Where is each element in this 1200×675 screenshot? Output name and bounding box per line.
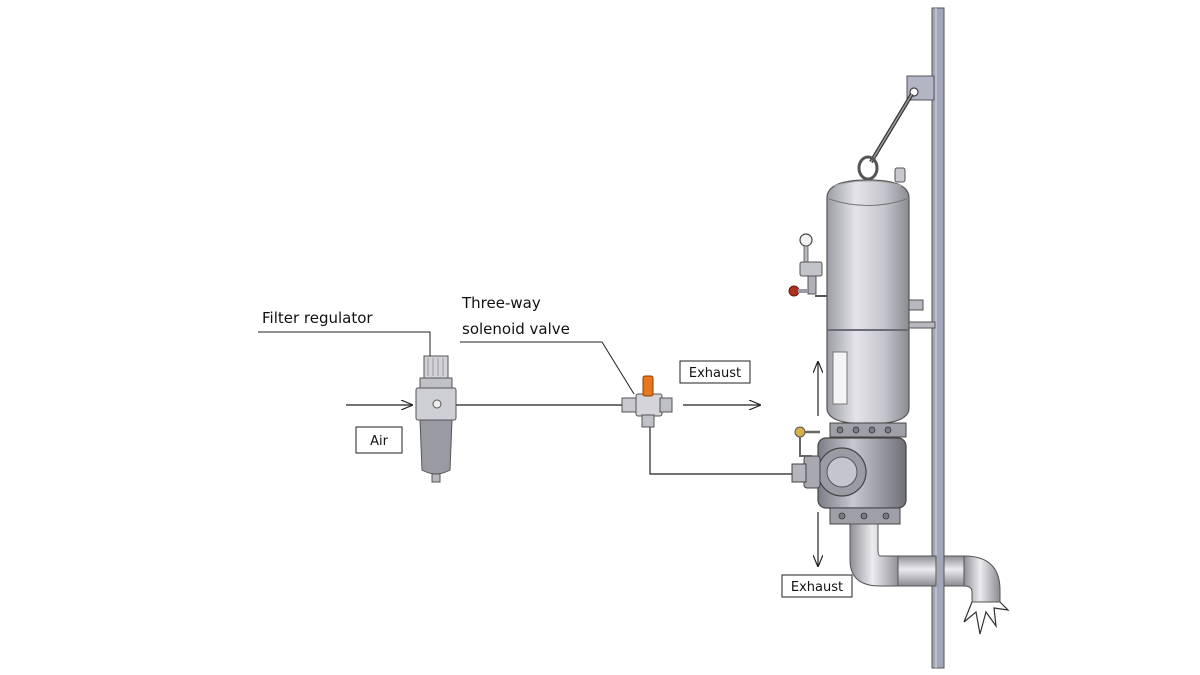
air-label-box: Air bbox=[355, 426, 403, 454]
air-lines bbox=[456, 404, 792, 475]
hanger-rod bbox=[857, 92, 914, 181]
solenoid-valve bbox=[621, 375, 673, 428]
exhaust-top-label-box: Exhaust bbox=[679, 360, 751, 384]
solenoid-valve-label-line1: Three-way bbox=[461, 294, 541, 312]
pressure-gauge bbox=[788, 233, 823, 297]
exhaust-bottom-label-box: Exhaust bbox=[781, 574, 853, 598]
solenoid-valve-label-line2: solenoid valve bbox=[462, 320, 570, 338]
air-tank bbox=[815, 167, 936, 425]
discharge-valve bbox=[791, 422, 907, 525]
flow-arrows bbox=[346, 362, 818, 566]
wall bbox=[906, 7, 945, 669]
exhaust-top-label: Exhaust bbox=[689, 366, 741, 381]
filter-regulator bbox=[415, 355, 457, 483]
filter-regulator-label: Filter regulator bbox=[262, 309, 373, 327]
air-label: Air bbox=[370, 434, 389, 449]
discharge-pipe bbox=[849, 523, 1010, 635]
exhaust-bottom-label: Exhaust bbox=[791, 580, 843, 595]
leader-lines bbox=[258, 331, 635, 395]
